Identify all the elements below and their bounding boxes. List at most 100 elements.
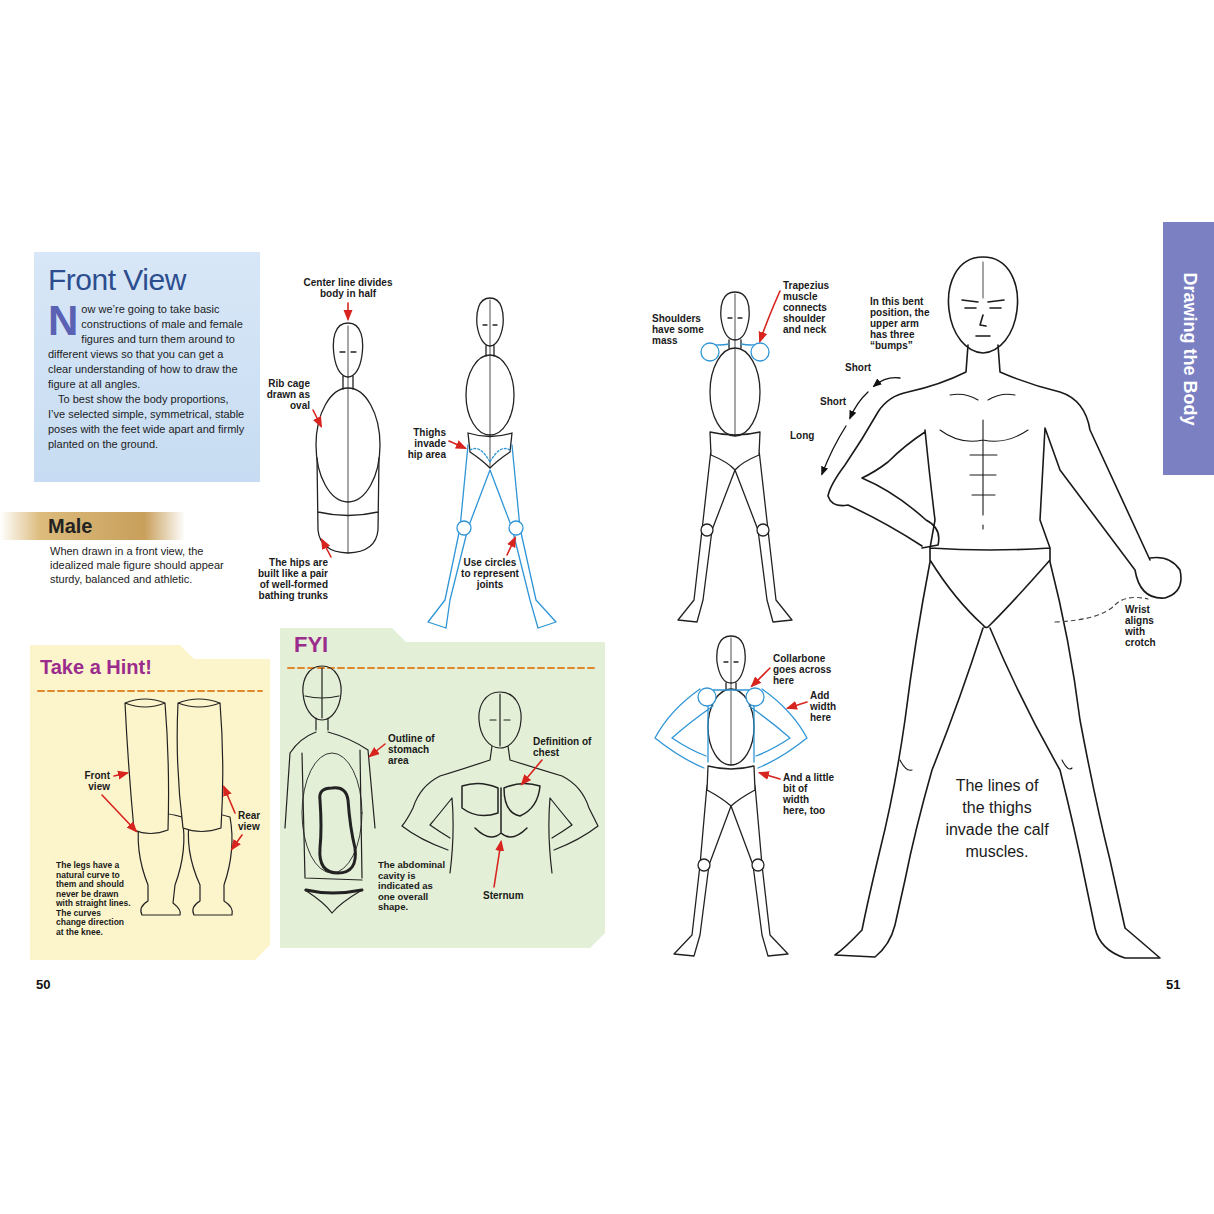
text-slot: Definition of chest — [533, 736, 593, 758]
leader-arrow — [522, 760, 542, 784]
text-slot: Sternum — [483, 890, 533, 901]
label-slot: Trapezius muscle connects shoulder and n… — [783, 280, 841, 335]
leader-arrow — [232, 835, 242, 849]
text-slot: Now we’re going to take basic constructi… — [48, 302, 248, 392]
callout-label: Add width here — [810, 690, 846, 723]
text-slot: Outline of stomach area — [388, 733, 443, 766]
center-line — [731, 638, 732, 765]
tab-label: Drawing the Body — [1178, 272, 1199, 425]
construction-figure — [678, 292, 792, 622]
heading: Take a Hint! — [40, 655, 190, 679]
figure-outline — [468, 298, 512, 468]
text-slot: To best show the body proportions, I’ve … — [48, 392, 248, 452]
figure-outline — [317, 323, 379, 553]
label-slot: Short — [845, 362, 877, 373]
label-slot: Short — [820, 396, 852, 407]
callout-label: Wrist aligns with crotch — [1125, 604, 1173, 648]
label-slot: When drawn in a front view, the idealize… — [50, 544, 245, 586]
text-slot: The abdominal cavity is indicated as one… — [378, 860, 448, 913]
chest-lines — [462, 783, 540, 837]
figure-outline — [678, 292, 792, 622]
construction-figure — [316, 323, 380, 553]
description-text: When drawn in a front view, the idealize… — [50, 544, 245, 586]
text-slot: FYI — [294, 632, 374, 658]
stomach-shape — [306, 788, 362, 893]
card-fill — [280, 628, 605, 948]
shoulder-circle — [746, 688, 764, 706]
figure-outline — [674, 636, 788, 956]
leader-arrow — [347, 303, 349, 319]
text-slot: Front view — [68, 770, 110, 792]
finished-figure — [822, 257, 1181, 958]
callout-label: Front view — [68, 770, 110, 792]
divider-line — [288, 667, 597, 669]
body-outline — [828, 345, 1181, 958]
label-slot: In this bent position, the upper arm has… — [870, 296, 938, 351]
label-slot: 50 — [36, 977, 66, 992]
leader-arrow — [788, 702, 807, 708]
fyi-card: FYI Outline of stomach area Definition of … — [280, 628, 605, 948]
callout-label: Collarbone goes across here — [773, 653, 833, 686]
center-line — [490, 300, 491, 468]
bump-arrow — [850, 392, 868, 418]
joint-circle — [698, 859, 710, 871]
heading: FYI — [294, 632, 374, 658]
callout-label: Outline of stomach area — [388, 733, 443, 766]
callout-label: Shoulders have some mass — [652, 313, 704, 346]
thigh-lines — [470, 449, 510, 463]
leader-arrow — [322, 540, 331, 557]
leader-arrow — [224, 787, 235, 813]
torso-outline — [285, 666, 375, 913]
leader-arrow — [449, 441, 465, 448]
callout-label: And a little bit of width here, too — [783, 772, 835, 816]
leg-lines — [428, 445, 556, 628]
text-slot: The legs have a natural curve to them an… — [56, 861, 132, 937]
callout-label: The hips are built like a pair of well-f… — [250, 557, 328, 601]
callout-label: Trapezius muscle connects shoulder and n… — [783, 280, 841, 335]
joint-circle — [509, 521, 523, 535]
callout-label: Sternum — [483, 890, 533, 901]
joint-circle — [757, 524, 769, 536]
head-outline — [948, 257, 1017, 353]
body-text: Now we’re going to take basic constructi… — [48, 302, 248, 392]
leader-arrow — [114, 773, 127, 776]
ribcage-oval — [710, 348, 760, 436]
joint-circle — [752, 859, 764, 871]
leader-arrow — [370, 744, 385, 756]
label-slot: Long — [790, 430, 822, 441]
card-fill — [30, 645, 270, 960]
callout-label: Thighs invade hip area — [398, 427, 446, 460]
callout-label: Use circles to represent joints — [461, 557, 519, 590]
text-slot: Rear view — [238, 810, 268, 832]
heading: Front View — [48, 262, 248, 298]
label-slot: The lines of the thighs invade the calf … — [945, 775, 1049, 863]
callout-label: Center line divides body in half — [293, 277, 403, 299]
note-text: The legs have a natural curve to them an… — [56, 861, 132, 937]
label-slot: 51 — [1166, 977, 1196, 992]
leader-arrow — [752, 668, 770, 686]
label-slot: Collarbone goes across here — [773, 653, 833, 686]
label-slot: Thighs invade hip area — [398, 427, 446, 460]
label-slot: Add width here — [810, 690, 846, 723]
page-number: 50 — [36, 977, 66, 992]
leader-arrow — [494, 842, 501, 887]
text-slot: Male — [0, 512, 185, 540]
leader-arrow — [102, 795, 136, 831]
divider-line — [38, 690, 262, 692]
center-line — [348, 326, 349, 553]
hint-card: Take a Hint! Front viewRear viewThe legs … — [30, 645, 270, 960]
section-band: Male — [0, 512, 185, 540]
callout-label: Long — [790, 430, 822, 441]
center-line — [735, 294, 736, 436]
leader-arrow — [507, 538, 515, 555]
callout-label: Rear view — [238, 810, 268, 832]
callout-label: Rib cage drawn as oval — [264, 378, 310, 411]
page-number: 51 — [1166, 977, 1196, 992]
rib-outline — [302, 753, 362, 873]
bump-arrow — [822, 426, 846, 474]
torso-illustration — [280, 628, 605, 948]
muscle-lines — [900, 394, 1072, 770]
